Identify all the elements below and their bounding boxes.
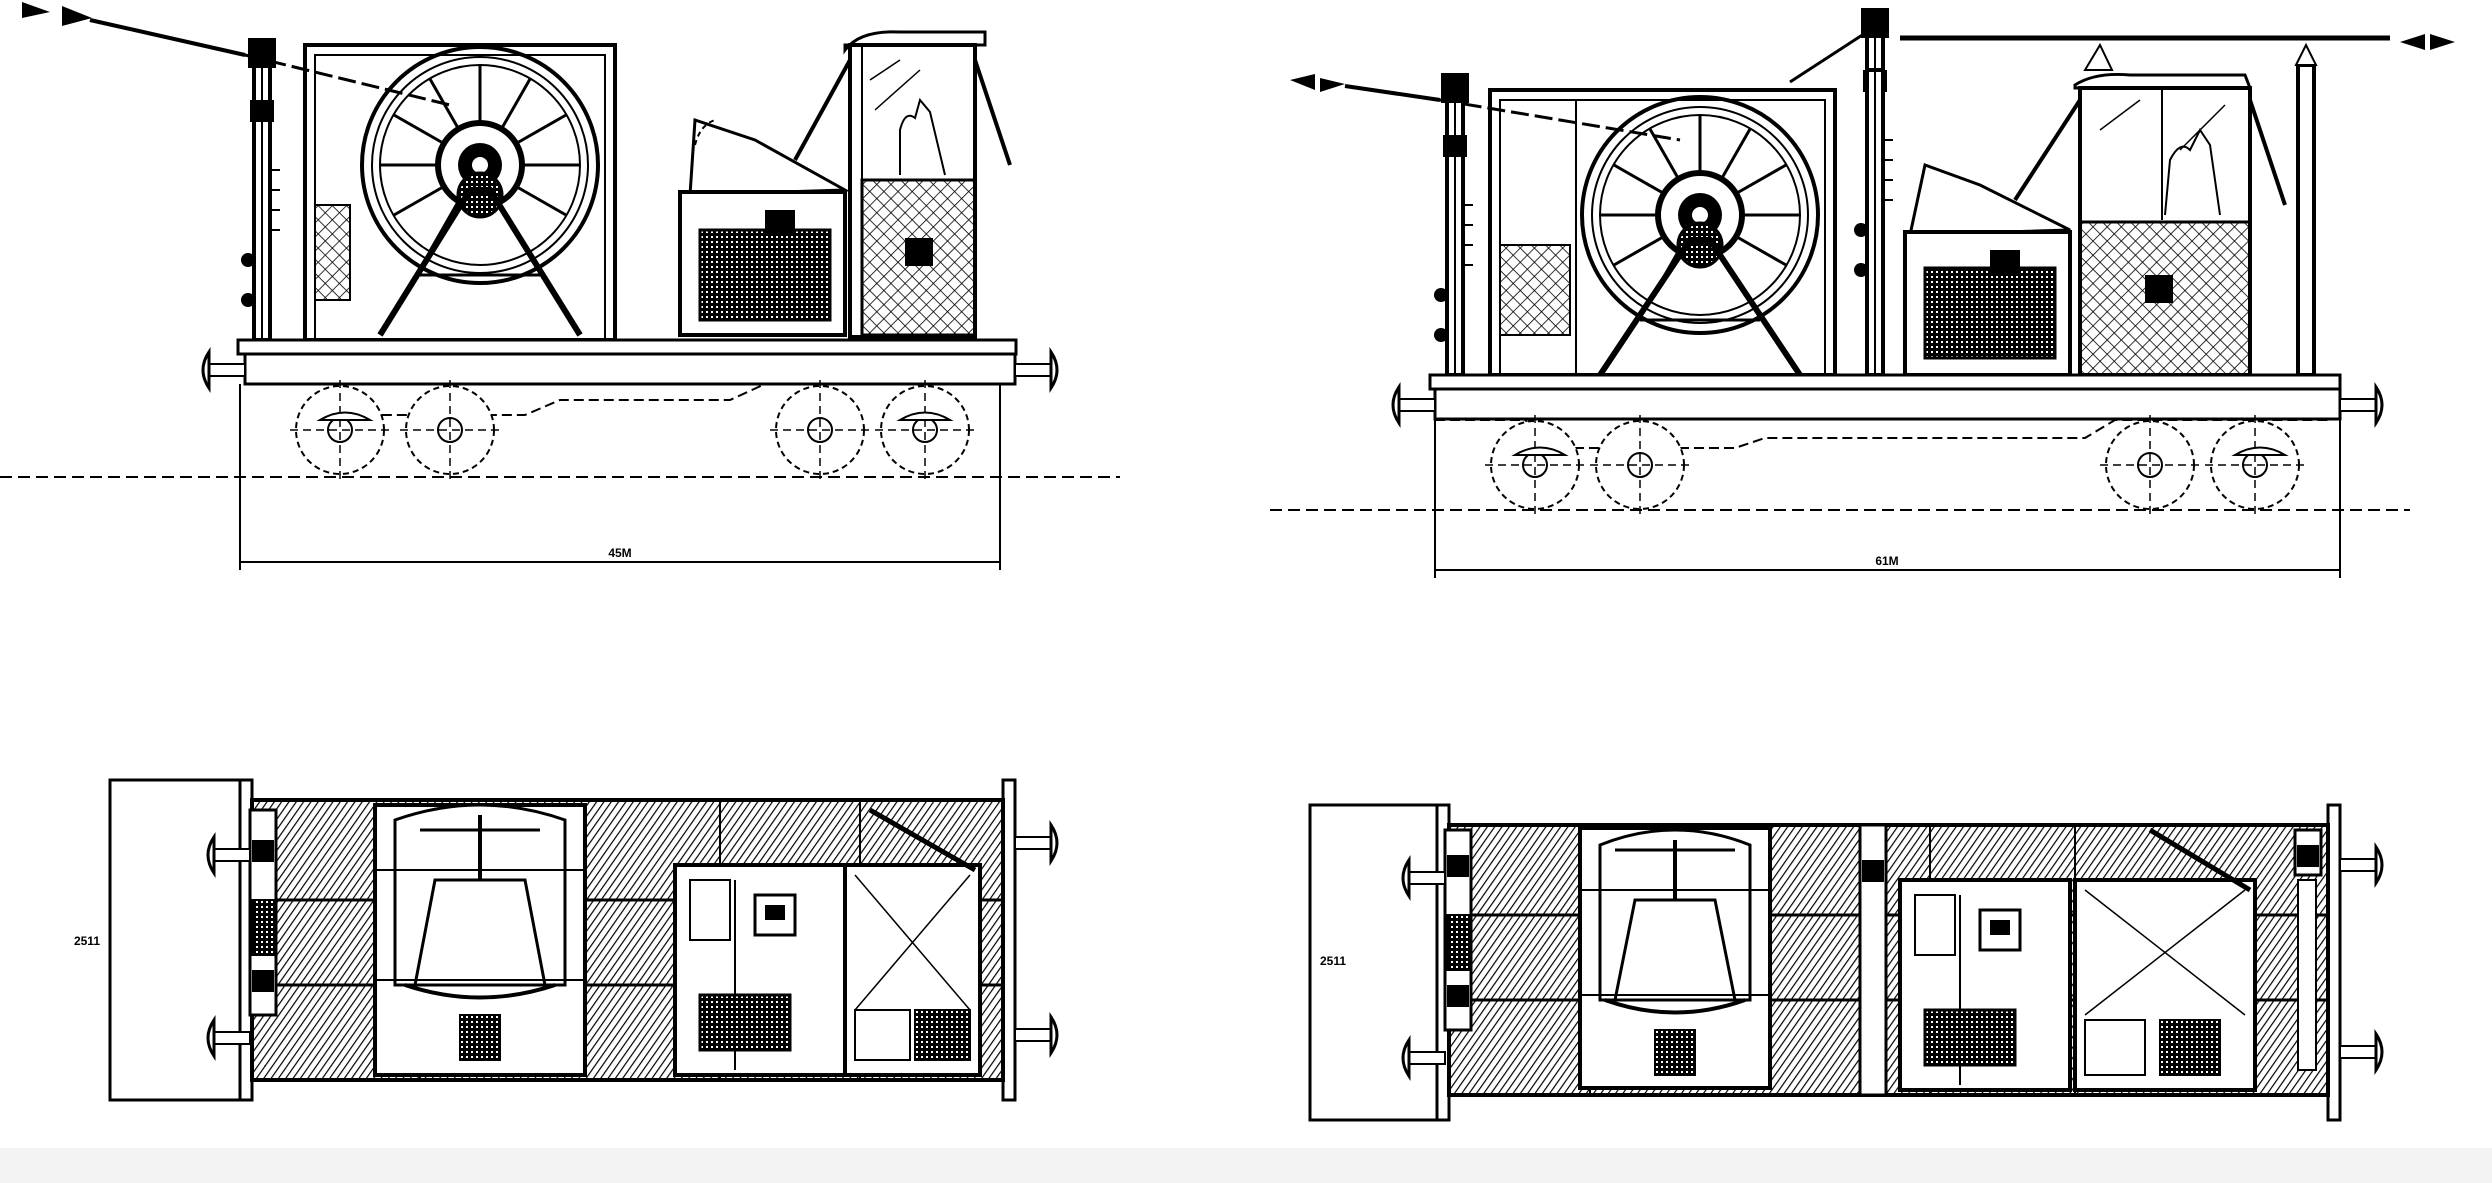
buffer-left bbox=[201, 350, 247, 390]
dimension-label-left: 45M bbox=[608, 546, 631, 560]
buffer-right-view-left bbox=[1391, 385, 1437, 425]
width-label-left: 2511 bbox=[74, 934, 100, 948]
engine-block bbox=[698, 228, 832, 322]
arrow-icon bbox=[22, 2, 50, 18]
left-side-elevation: 45M bbox=[0, 2, 1120, 570]
mast-left bbox=[239, 36, 282, 342]
right-plan-view: 2511 bbox=[1308, 803, 2384, 1122]
cable-reel-left bbox=[362, 47, 598, 283]
cable-reel-right bbox=[1582, 97, 1818, 333]
buffer-right bbox=[1013, 350, 1059, 390]
buffer-right-view-right bbox=[2338, 385, 2384, 425]
dimension-label-right: 61M bbox=[1875, 554, 1898, 568]
left-plan-view: 2511 bbox=[74, 778, 1059, 1102]
technical-drawing-canvas: 45M bbox=[0, 2, 2455, 1122]
width-label-right: 2511 bbox=[1320, 954, 1346, 968]
right-side-elevation: 61M bbox=[1270, 6, 2455, 578]
footer-band bbox=[0, 1148, 2492, 1183]
mast-right-1 bbox=[1432, 71, 1475, 377]
